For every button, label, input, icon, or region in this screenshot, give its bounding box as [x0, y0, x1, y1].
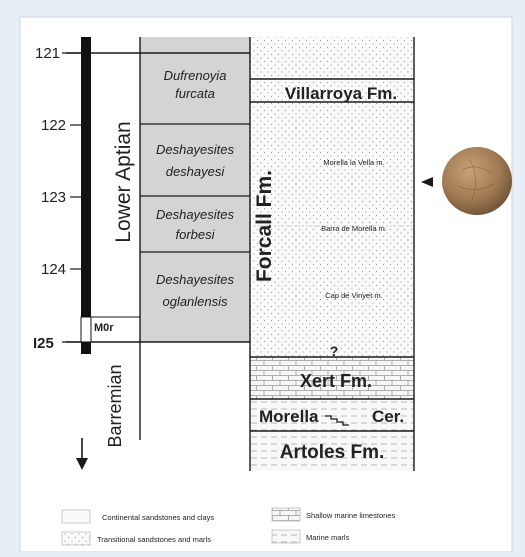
uncertain-boundary-mark: ? [330, 343, 339, 359]
chron-label: M0r [94, 322, 114, 334]
artoles-pattern [250, 431, 414, 471]
legend-label: Marine marls [306, 533, 350, 542]
morella-label: Morella [259, 407, 319, 426]
arrow-down-icon [76, 438, 88, 470]
forcall-pattern [250, 37, 414, 357]
fossil-specimen [442, 147, 512, 215]
interfinger-contact [325, 415, 349, 426]
zone-label: Deshayesites [156, 207, 235, 222]
stage-label-aptian: Lower Aptian [112, 121, 135, 242]
zone-label: Dufrenoyia [164, 68, 227, 83]
age-tick-label: 124 [41, 261, 66, 278]
zone-label: deshayesi [166, 164, 226, 179]
legend-label: Shallow marine limestones [306, 511, 395, 520]
polarity-bar-m0r [80, 316, 92, 343]
age-tick-label: I25 [33, 335, 54, 352]
legend: Continental sandstones and clays Shallow… [61, 507, 395, 546]
legend-label: Transitional sandstones and marls [97, 535, 211, 544]
ammonite-zone-labels: Dufrenoyia furcata Deshayesites deshayes… [156, 68, 235, 309]
age-axis: 121 122 123 124 I25 [33, 45, 81, 352]
age-tick-label: 121 [35, 45, 60, 62]
member-label: Cap de Vinyet m. [325, 291, 382, 300]
member-label: Barra de Morella m. [321, 224, 387, 233]
cer-label: Cer. [372, 407, 404, 426]
xert-label: Xert Fm. [300, 371, 372, 391]
xert-pattern [250, 357, 414, 399]
polarity-bar-base [81, 342, 91, 354]
forcall-formation-label: Forcall Fm. [253, 170, 276, 282]
artoles-label: Artoles Fm. [280, 442, 385, 463]
member-label: Morella la Vella m. [323, 158, 384, 167]
polarity-bar-normal [81, 37, 91, 317]
pointer-arrow-icon [421, 177, 433, 187]
zone-label: Deshayesites [156, 142, 235, 157]
morella-pattern [250, 399, 414, 431]
zone-label: oglanlensis [162, 294, 228, 309]
zone-label: furcata [175, 86, 215, 101]
zone-label: forbesi [175, 227, 215, 242]
ammonite-zones-fill [140, 37, 250, 342]
stage-label-barremian: Barremian [105, 364, 125, 447]
zone-label: Deshayesites [156, 272, 235, 287]
villarroya-label: Villarroya Fm. [285, 84, 397, 103]
age-tick-label: 123 [41, 189, 66, 206]
age-tick-label: 122 [41, 117, 66, 134]
legend-label: Continental sandstones and clays [102, 513, 214, 522]
